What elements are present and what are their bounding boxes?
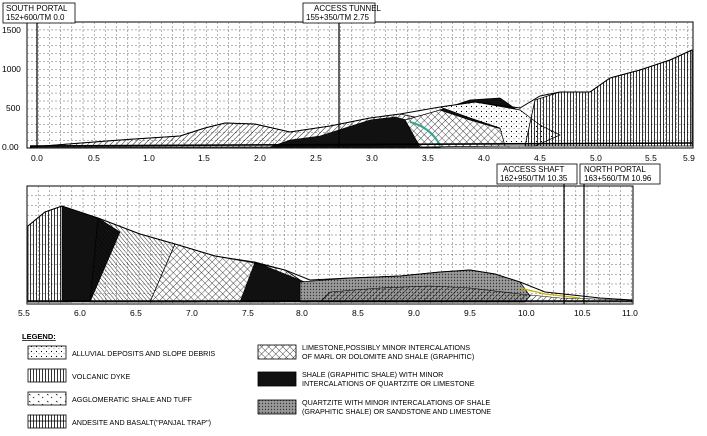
x-tick: 5.5: [645, 153, 657, 163]
legend-item-shale: SHALE (GRAPHITIC SHALE) WITH MINOR INTER…: [257, 370, 475, 388]
section-1-terrain-line: [29, 49, 693, 148]
x-tick: 5.0: [590, 153, 602, 163]
x-tick: 7.0: [186, 308, 198, 318]
x-tick: 10.0: [518, 308, 535, 318]
svg-text:AGGLOMERATIC SHALE AND TUFF: AGGLOMERATIC SHALE AND TUFF: [72, 395, 193, 404]
x-tick: 3.5: [422, 153, 434, 163]
x-tick: 6.0: [74, 308, 86, 318]
svg-text:VOLCANIC DYKE: VOLCANIC DYKE: [72, 372, 131, 381]
legend-item-agglomeratic: AGGLOMERATIC SHALE AND TUFF: [27, 391, 193, 406]
svg-text:OF MARL OR DOLOMITE AND SHALE: OF MARL OR DOLOMITE AND SHALE (GRAPHITIC…: [302, 352, 474, 361]
x-tick: 1.5: [198, 153, 210, 163]
x-tick: 4.5: [534, 153, 546, 163]
x-tick: 7.5: [242, 308, 254, 318]
legend-title: LEGEND:: [22, 332, 56, 341]
legend-item-limestone: LIMESTONE,POSSIBLY MINOR INTERCALATIONS …: [257, 343, 474, 361]
section-1-panel: 1500 1000 500 0.00 0.0 0.5 1.0 1.5 2.0 2…: [2, 2, 695, 163]
legend-item-alluvial: ALLUVIAL DEPOSITS AND SLOPE DEBRIS: [27, 345, 215, 360]
svg-text:LIMESTONE,POSSIBLY MINOR INTER: LIMESTONE,POSSIBLY MINOR INTERCALATIONS: [302, 343, 470, 352]
x-tick: 0.0: [31, 153, 43, 163]
svg-text:INTERCALATIONS OF QUARTZITE OR: INTERCALATIONS OF QUARTZITE OR LIMESTONE: [302, 379, 475, 388]
x-tick: 2.0: [254, 153, 266, 163]
svg-text:(GRAPHITIC SHALE) OR SANDSTONE: (GRAPHITIC SHALE) OR SANDSTONE AND LIMES…: [302, 407, 491, 416]
section-2-x-ticks: 5.5 6.0 6.5 7.0 7.5 8.0 8.5 9.0 9.5 10.0…: [18, 308, 638, 318]
svg-text:SHALE (GRAPHITIC SHALE) WITH M: SHALE (GRAPHITIC SHALE) WITH MINOR: [302, 370, 443, 379]
section-2-accent-line: [519, 287, 581, 299]
x-tick: 8.0: [296, 308, 308, 318]
legend-item-andesite: ANDESITE AND BASALT("PANJAL TRAP"): [27, 414, 211, 429]
north-portal-label: NORTH PORTAL 163+560/TM 10.96: [579, 163, 661, 185]
legend-item-dyke: VOLCANIC DYKE: [27, 368, 131, 383]
x-tick: 10.5: [574, 308, 591, 318]
svg-text:QUARTZITE WITH MINOR INTERCALA: QUARTZITE WITH MINOR INTERCALATIONS OF S…: [302, 398, 490, 407]
svg-text:NORTH PORTAL: NORTH PORTAL: [584, 165, 646, 174]
x-tick: 9.5: [464, 308, 476, 318]
section-2-panel: 5.5 6.0 6.5 7.0 7.5 8.0 8.5 9.0 9.5 10.0…: [18, 163, 661, 318]
x-tick: 6.5: [130, 308, 142, 318]
south-portal-label: SOUTH PORTAL 152+600/TM 0.0: [2, 2, 76, 24]
section-1-dyke-accent: [409, 121, 441, 147]
svg-text:ANDESITE AND BASALT("PANJAL TR: ANDESITE AND BASALT("PANJAL TRAP"): [72, 418, 211, 427]
x-tick: 2.5: [310, 153, 322, 163]
svg-text:ALLUVIAL DEPOSITS AND SLOPE DE: ALLUVIAL DEPOSITS AND SLOPE DEBRIS: [72, 349, 215, 358]
x-tick: 11.0: [622, 308, 638, 318]
section-1-x-ticks: 0.0 0.5 1.0 1.5 2.0 2.5 3.0 3.5 4.0 4.5 …: [31, 153, 695, 163]
section-1-tunnel-line: [29, 142, 693, 147]
y-tick-1000: 1000: [2, 64, 21, 74]
x-tick: 0.5: [88, 153, 100, 163]
x-tick: 5.9: [683, 153, 695, 163]
svg-text:155+350/TM 2.75: 155+350/TM 2.75: [306, 13, 369, 22]
svg-text:ACCESS SHAFT: ACCESS SHAFT: [503, 165, 564, 174]
y-tick-0: 0.00: [2, 142, 19, 152]
x-tick: 8.5: [352, 308, 364, 318]
svg-text:ACCESS TUNNEL: ACCESS TUNNEL: [314, 4, 382, 13]
y-tick-1500: 1500: [2, 25, 21, 35]
y-tick-500: 500: [6, 103, 20, 113]
svg-text:163+560/TM 10.96: 163+560/TM 10.96: [584, 174, 652, 183]
legend: LEGEND: ALLUVIAL DEPOSITS AND SLOPE DEBR…: [22, 332, 491, 429]
x-tick: 3.0: [366, 153, 378, 163]
x-tick: 5.5: [18, 308, 30, 318]
svg-text:162+950/TM 10.35: 162+950/TM 10.35: [500, 174, 568, 183]
access-tunnel-label: ACCESS TUNNEL 155+350/TM 2.75: [302, 2, 382, 24]
x-tick: 9.0: [408, 308, 420, 318]
x-tick: 4.0: [478, 153, 490, 163]
access-shaft-label: ACCESS SHAFT 162+950/TM 10.35: [496, 163, 578, 185]
section-2-terrain-line: [27, 205, 633, 301]
legend-item-quartzite: QUARTZITE WITH MINOR INTERCALATIONS OF S…: [257, 398, 491, 416]
svg-text:152+600/TM 0.0: 152+600/TM 0.0: [6, 13, 65, 22]
x-tick: 1.0: [143, 153, 155, 163]
section-2-lower-strata: [319, 285, 633, 303]
svg-text:SOUTH PORTAL: SOUTH PORTAL: [6, 4, 68, 13]
